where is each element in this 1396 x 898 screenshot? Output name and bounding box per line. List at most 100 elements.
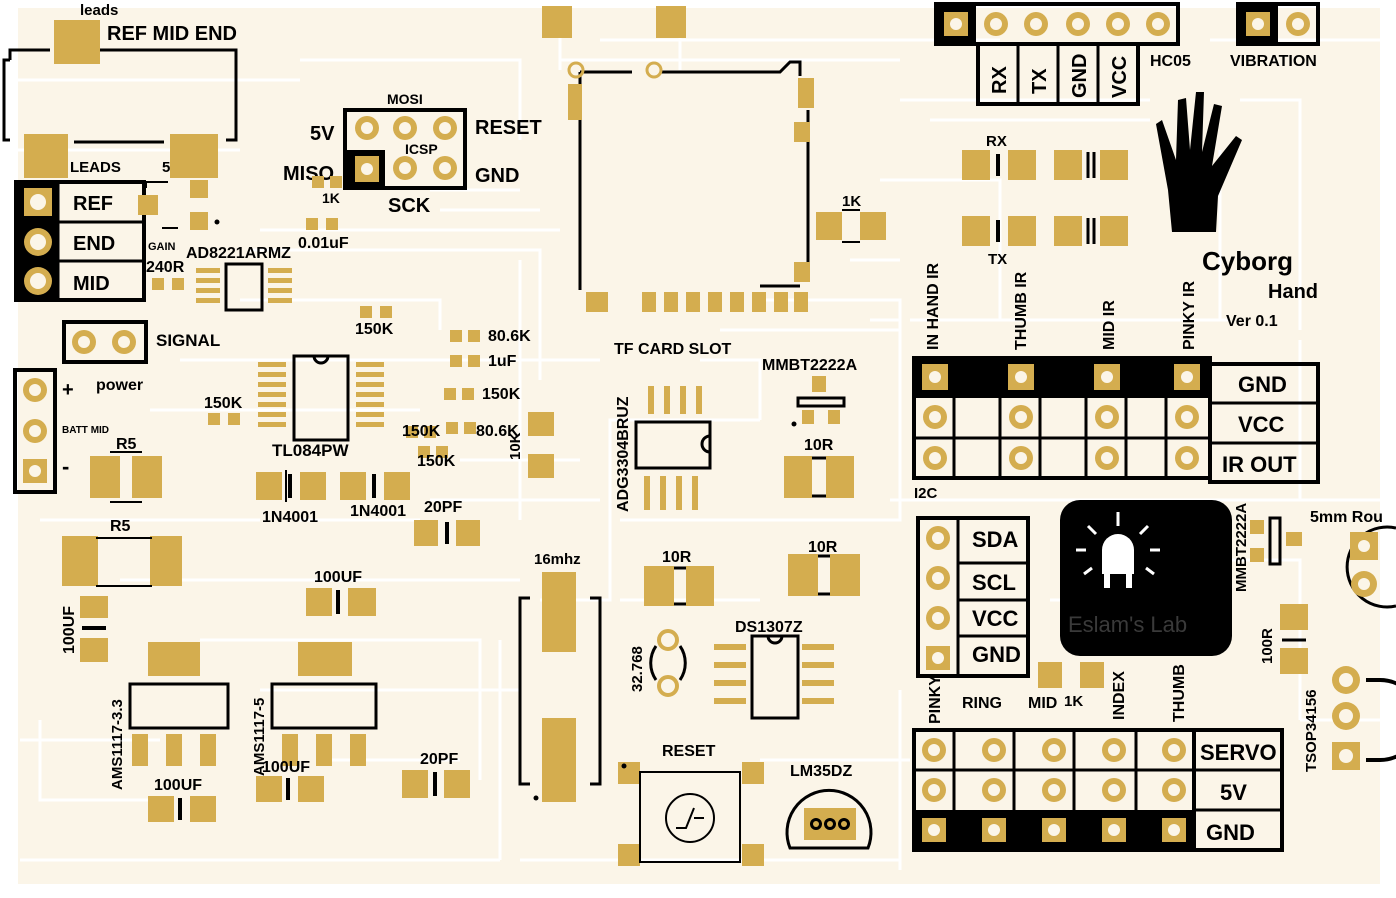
svg-text:1N4001: 1N4001 — [350, 503, 406, 520]
ad8221-amplifier: GAIN AD8221ARMZ — [138, 180, 292, 312]
i2c-label: I2C — [914, 485, 938, 502]
i2c-vcc: VCC — [972, 606, 1019, 631]
leads-pad-top — [54, 20, 100, 64]
i2c-header-block: SDA SCL VCC GND — [916, 516, 1030, 678]
hc05-gnd-label: GND — [1069, 54, 1091, 98]
diode-1n4001-b: 1N4001 — [340, 472, 410, 520]
resistor-r5-a: R5 — [90, 436, 162, 503]
svg-text:1K: 1K — [322, 190, 340, 206]
resistor-150k-e: 150K — [417, 446, 456, 470]
ref-label: REF — [73, 193, 113, 215]
resistor-r5-b: R5 — [62, 518, 182, 587]
servo-col-ring: RING — [962, 695, 1002, 712]
svg-text:16mhz: 16mhz — [534, 551, 581, 568]
icsp-header: MOSI 5V RESET ICSP MISO GND SCK — [283, 91, 542, 217]
svg-text:150K: 150K — [417, 453, 456, 470]
svg-text:150K: 150K — [482, 386, 521, 403]
resistor-10k: 10K — [507, 412, 554, 478]
resistor-1k-c: 1K — [1038, 662, 1104, 710]
diode-1n4001-a: 1N4001 — [256, 470, 326, 526]
cap-1uf: 1uF — [450, 353, 517, 370]
svg-text:80.6K: 80.6K — [476, 423, 519, 440]
cap-100uf-c: 100UF — [256, 759, 324, 802]
cap-100uf-d: 100UF — [148, 777, 216, 822]
rtc-ds1307: DS1307Z — [714, 619, 834, 720]
svg-text:100UF: 100UF — [61, 606, 78, 654]
svg-text:100UF: 100UF — [262, 759, 310, 776]
cap-20pf-a: 20PF — [414, 499, 480, 546]
svg-text:10R: 10R — [662, 549, 692, 566]
ref-end-mid-header: REF END MID — [14, 180, 146, 302]
svg-text:1uF: 1uF — [488, 353, 517, 370]
transistor-mmbt2222a-a: MMBT2222A — [762, 357, 858, 427]
regulator-ams1117-3-3: AMS1117-3.3 — [109, 642, 230, 790]
svg-text:ADG3304BRUZ: ADG3304BRUZ — [615, 396, 632, 512]
end-label: END — [73, 233, 115, 255]
svg-text:100UF: 100UF — [154, 777, 202, 794]
resistor-10r-c: 10R — [788, 539, 860, 596]
ir-header-block: IN HAND IR THUMB IR MID IR PINKY IR GND … — [912, 262, 1320, 502]
leads-pad-left — [24, 134, 68, 178]
ir-col-thumb: THUMB IR — [1013, 271, 1030, 350]
servo-header-block: PINKY RING MID INDEX THUMB SERVO 5V GND — [912, 664, 1284, 852]
bulb-icon — [1076, 512, 1160, 588]
resistor-150k-a: 150K — [355, 306, 394, 338]
ir-col-in-hand: IN HAND IR — [925, 262, 942, 350]
svg-text:RX: RX — [986, 133, 1007, 150]
svg-text:AD8221ARMZ: AD8221ARMZ — [186, 245, 291, 262]
lab-logo-text: Eslam's Lab — [1068, 612, 1187, 637]
svg-text:150K: 150K — [204, 395, 243, 412]
icsp-5v-label: 5V — [310, 123, 335, 145]
svg-text:1K: 1K — [842, 193, 861, 210]
svg-text:TX: TX — [988, 251, 1007, 268]
svg-text:32.768: 32.768 — [629, 646, 646, 692]
svg-text:LM35DZ: LM35DZ — [790, 763, 852, 780]
svg-text:TL084PW: TL084PW — [272, 441, 349, 460]
resistor-150k-d: 150K — [402, 423, 441, 440]
hc05-vcc-label: VCC — [1109, 56, 1131, 98]
cap-0-01uf: 0.01uF — [298, 218, 349, 252]
leads-top-label: leads — [80, 2, 118, 19]
minus-label: - — [62, 454, 69, 479]
svg-text:R5: R5 — [110, 518, 131, 535]
ir-col-mid: MID IR — [1101, 300, 1118, 350]
batt-mid-label: BATT MID — [62, 425, 109, 436]
level-shifter-adg3304: ADG3304BRUZ — [615, 386, 712, 512]
reset-button[interactable]: RESET — [618, 743, 764, 866]
icsp-gnd-label: GND — [475, 165, 519, 187]
svg-text:R5: R5 — [116, 436, 137, 453]
servo-col-mid: MID — [1028, 695, 1057, 712]
led-resistor-rx: RX — [962, 133, 1128, 180]
reset-button-label: RESET — [662, 743, 716, 760]
servo-row-gnd: GND — [1206, 820, 1255, 845]
svg-text:240R: 240R — [146, 259, 185, 276]
svg-text:150K: 150K — [402, 423, 441, 440]
resistor-80-6k-b: 80.6K — [446, 422, 519, 440]
signal-label: SIGNAL — [156, 331, 220, 350]
servo-row-servo: SERVO — [1200, 740, 1277, 765]
svg-text:1N4001: 1N4001 — [262, 509, 318, 526]
lab-logo: Eslam's Lab — [1060, 500, 1232, 656]
ir-row-irout: IR OUT — [1222, 452, 1297, 477]
svg-text:150K: 150K — [355, 321, 394, 338]
leads-pad-right — [170, 134, 218, 178]
svg-text:10K: 10K — [507, 432, 524, 460]
ir-row-vcc: VCC — [1238, 412, 1285, 437]
svg-text:5mm Rou: 5mm Rou — [1310, 509, 1383, 526]
brand-line1: Cyborg — [1202, 246, 1293, 276]
hc05-rx-label: RX — [989, 66, 1011, 94]
svg-text:80.6K: 80.6K — [488, 328, 531, 345]
servo-col-pinky: PINKY — [927, 675, 944, 724]
svg-text:100R: 100R — [1259, 628, 1276, 664]
brand-version: Ver 0.1 — [1226, 313, 1278, 330]
vibration-header: VIBRATION — [1230, 2, 1320, 70]
svg-text:1K: 1K — [1064, 693, 1083, 710]
svg-text:20PF: 20PF — [424, 499, 462, 516]
leads-connector: leads REF MID END LEADS 5 — [2, 2, 238, 178]
tf-slot-label: TF CARD SLOT — [614, 341, 732, 358]
temp-sensor-lm35: LM35DZ — [785, 763, 873, 850]
small-resistor-1k-a: 1K — [312, 176, 342, 206]
tl084-opamp: TL084PW — [258, 354, 384, 460]
resistor-150k-b: 150K — [444, 386, 521, 403]
hc05-header: RX TX GND VCC HC05 — [934, 2, 1191, 106]
